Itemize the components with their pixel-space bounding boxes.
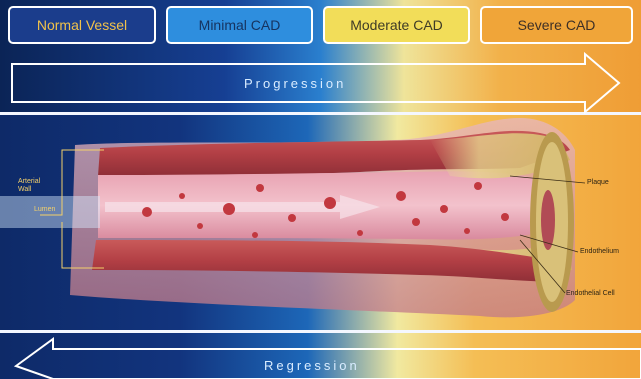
- lumen-label: Lumen: [34, 206, 55, 213]
- lumen: [98, 171, 545, 239]
- regression-label: Regression: [264, 358, 360, 373]
- endothelial-cell-label: Endothelial Cell: [566, 290, 615, 297]
- progression-label: Progression: [244, 76, 346, 91]
- vessel-cross-section: [530, 132, 574, 312]
- endothelium-label: Endothelium: [580, 248, 619, 255]
- arterial-wall-label: Arterial Wall: [18, 178, 54, 194]
- plaque-label: Plaque: [587, 179, 609, 186]
